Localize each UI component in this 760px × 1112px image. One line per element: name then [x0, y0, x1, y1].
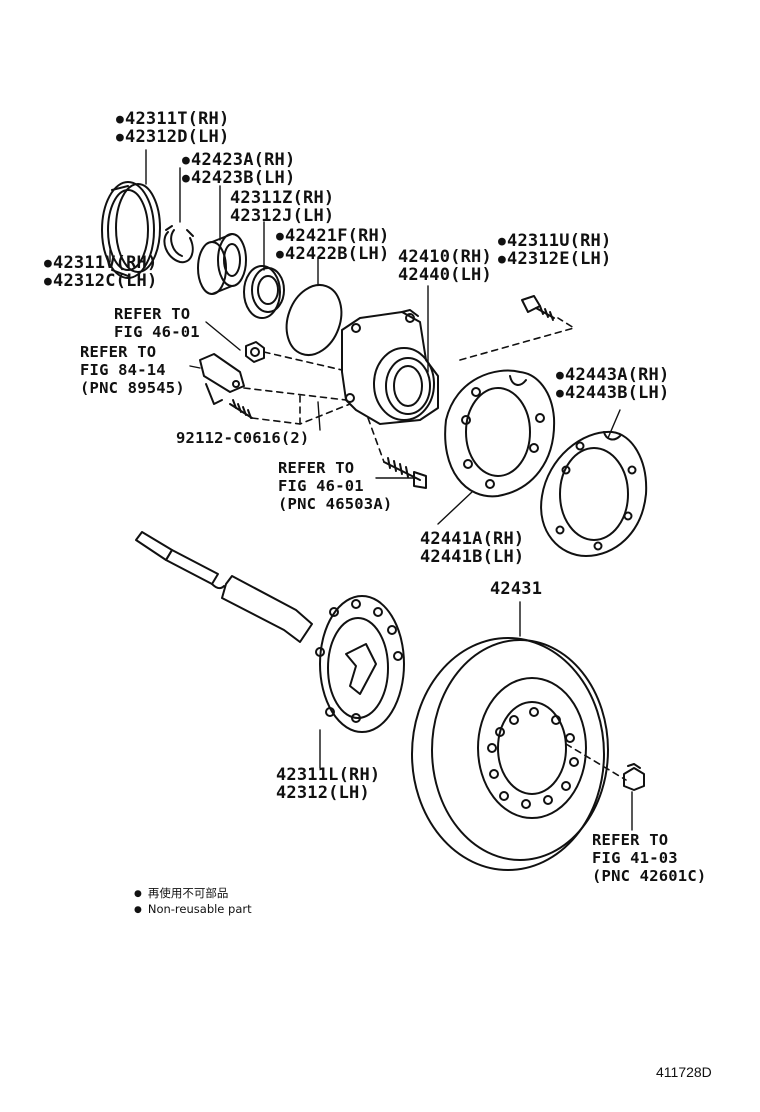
speed-sensor-part [199, 353, 245, 405]
label-bolt-top-lh: 42312E(LH) [498, 250, 611, 270]
ref-sensor-line2: FIG 84-14 [80, 361, 166, 379]
label-backing-plate-lh: 42441B(LH) [420, 547, 525, 567]
top-bolt-part [521, 295, 555, 321]
label-backing-plate-rh: 42441A(RH) [420, 529, 525, 549]
hub-knuckle-part [341, 309, 439, 425]
retainer-plate-part [243, 265, 285, 319]
alignment-lines [243, 317, 627, 781]
ref-lugnut-line2: FIG 41-03 [592, 849, 678, 867]
figure-id: 411728D [656, 1064, 712, 1080]
lower-bolt-part [383, 457, 427, 489]
ref-nut-line2: FIG 46-01 [114, 323, 200, 341]
label-axle-shaft-rh: 42311L(RH) [276, 765, 381, 785]
bullet-icon: ● [134, 905, 142, 915]
bullet-icon: ● [134, 889, 142, 899]
ref-bolt-line2: FIG 46-01 [278, 477, 364, 495]
brake-disc-part [411, 637, 609, 871]
ref-bolt-line3: (PNC 46503A) [278, 495, 393, 513]
label-snap-ring: 42423A(RH) [182, 151, 295, 171]
nut-part [245, 341, 265, 363]
label-seal-inner-lh: 42312C(LH) [44, 272, 157, 292]
ref-sensor-line1: REFER TO [80, 343, 157, 361]
label-o-ring-lh: 42422B(LH) [276, 245, 389, 265]
gasket-part [540, 430, 648, 557]
label-gasket: 42443A(RH) [556, 366, 669, 386]
label-snap-ring-lh: 42423B(LH) [182, 169, 295, 189]
ref-lugnut-line1: REFER TO [592, 831, 669, 849]
label-o-ring: 42421F(RH) [276, 227, 389, 247]
ref-bolt-line1: REFER TO [278, 459, 355, 477]
ref-lugnut-line3: (PNC 42601C) [592, 867, 707, 885]
label-disc: 42431 [490, 579, 543, 599]
backing-plate-part [444, 369, 556, 498]
label-seal-outer-lh: 42312D(LH) [116, 128, 229, 148]
stud-bolt-part [229, 399, 253, 419]
o-ring-part [285, 284, 343, 356]
snap-ring-part [163, 225, 194, 264]
lug-nut-part [623, 763, 645, 791]
label-plate-rh: 42311Z(RH) [230, 188, 335, 208]
legend-japanese: ●再使用不可部品 [134, 886, 229, 900]
bearing-part [197, 233, 247, 295]
label-plate-lh: 42312J(LH) [230, 206, 335, 226]
label-seal-inner: 42311V(RH) [44, 254, 157, 274]
label-stud-bolt: 92112-C0616(2) [176, 429, 310, 447]
label-gasket-lh: 42443B(LH) [556, 384, 669, 404]
axle-shaft-part [135, 531, 405, 733]
label-bolt-top: 42311U(RH) [498, 232, 611, 252]
label-seal-outer: 42311T(RH) [116, 110, 229, 130]
label-hub-lh: 42440(LH) [398, 265, 492, 285]
ref-nut-line1: REFER TO [114, 305, 191, 323]
ref-sensor-line3: (PNC 89545) [80, 379, 185, 397]
label-axle-shaft-lh: 42312(LH) [276, 783, 370, 803]
legend-english: ●Non-reusable part [134, 902, 252, 916]
label-hub-rh: 42410(RH) [398, 247, 492, 267]
